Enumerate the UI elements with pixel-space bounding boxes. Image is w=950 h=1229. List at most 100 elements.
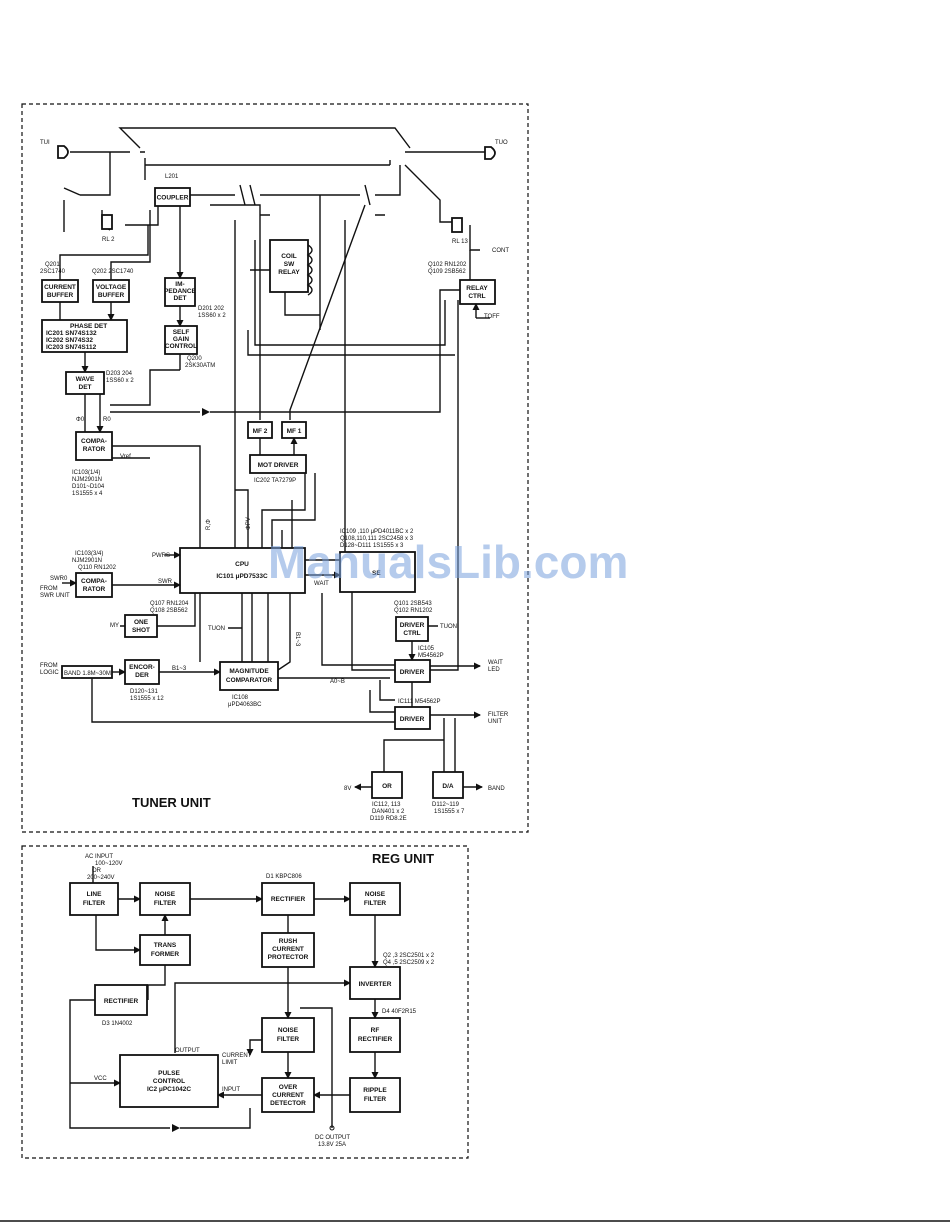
pwrs-label: PWRS [152, 553, 170, 559]
or-text: OR [382, 783, 392, 790]
tuo-label: TUO [495, 140, 508, 146]
driver-1-text: DRIVER [400, 669, 425, 676]
pos-right-label: ΦPV [246, 517, 252, 530]
mot-driver-block [249, 454, 307, 474]
toff-label: TOFF [484, 314, 500, 320]
d1-label: D1 KBPC806 [266, 874, 302, 880]
da-block [432, 771, 464, 799]
line-filter-block [69, 882, 119, 916]
tuner-unit-label: TUNER UNIT [132, 795, 211, 810]
rush-current-protector-block [261, 932, 315, 968]
coupler-block [154, 187, 191, 207]
my-label: MY [110, 623, 119, 629]
comparator-2-block [75, 572, 113, 598]
encoder-text: ENCOR-DER [129, 664, 155, 679]
reg-unit-label: REG UNIT [372, 851, 434, 866]
phase-det-block [41, 319, 128, 353]
relay-rl2: RL 2 [101, 214, 115, 243]
cpu-block [179, 547, 306, 594]
tuon-1-label: TUON [208, 626, 225, 632]
cont-label: CONT [492, 248, 509, 254]
driver-2-text: DRIVER [400, 716, 425, 723]
comparator-1-text: COMPA-RATOR [81, 438, 107, 453]
or-block [371, 771, 403, 799]
over-current-detector-block [261, 1077, 315, 1113]
ic202-label: IC202 TA7279P [254, 478, 296, 484]
se-text: SE [372, 570, 381, 577]
encoder-block [124, 659, 160, 685]
tui-label: TUI [40, 140, 50, 146]
d4-label: D4 40F2R15 [382, 1009, 417, 1015]
pulse-control-block [119, 1054, 219, 1108]
magnitude-comparator-block [219, 661, 279, 691]
pos-left-label: R,Φ [206, 519, 212, 530]
rectifier-2-text: RECTIFIER [104, 998, 139, 1005]
input-label: INPUT [222, 1087, 240, 1093]
comparator-2-text: COMPA-RATOR [81, 578, 107, 593]
wait-label: WAIT [314, 581, 329, 587]
a0b-label: A0~B [330, 679, 345, 685]
self-gain-block [164, 325, 198, 355]
tuner-unit-frame [21, 103, 529, 833]
ic111-label: IC111 M54562P [398, 699, 440, 705]
watermark: ManualsLib.com [268, 536, 628, 588]
transformer-block [139, 934, 191, 966]
output-label: OUTPUT [175, 1048, 200, 1054]
noise-filter-2-block [349, 882, 401, 916]
comparator-1-block [75, 431, 113, 461]
rectifier-1-text: RECTIFIER [271, 896, 306, 903]
impedance-det-block [164, 277, 196, 307]
band-text: BAND 1.8M~30M [64, 671, 111, 677]
reg-unit-frame [21, 845, 469, 1159]
tuo-connector: TUO [484, 140, 508, 160]
phi0-label: Φ0 [76, 417, 85, 423]
b13-a-label: B1~3 [294, 632, 300, 647]
r0-label: R0 [103, 417, 111, 423]
8v-label: 8V [344, 786, 351, 792]
mf1-text: MF 1 [287, 428, 302, 435]
band-out-label: BAND [488, 786, 505, 792]
vcc-label: VCC [94, 1076, 107, 1082]
noise-filter-1-block [139, 882, 191, 916]
vref-label: Vref [120, 454, 131, 460]
rl2-label: RL 2 [102, 237, 115, 243]
l201-label: L201 [165, 174, 179, 180]
coupler-text: COUPLER [157, 195, 189, 202]
rl13-label: RL 13 [452, 239, 468, 245]
